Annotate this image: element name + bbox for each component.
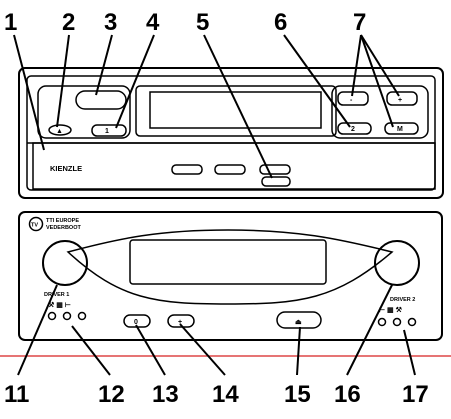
driver1-knob-11[interactable]: [42, 240, 88, 286]
driver2-mode-icons: ⊢ ▦ ⚒: [379, 306, 403, 314]
callout-2: 2: [62, 9, 75, 36]
driver1-led-3: [77, 311, 87, 321]
callout-11: 11: [4, 381, 29, 408]
driver1-button-4-label: 1: [105, 128, 109, 135]
driver2-button-6-label: 2: [351, 126, 355, 133]
leader-17: [403, 329, 416, 376]
lower-unit-outer-frame: [18, 211, 443, 341]
lower-unit: TV TTI EUROPE VEDERBOOT DRIVER 1 ⚒ ▦ ⊢ 0…: [18, 211, 443, 341]
leader-7c: [360, 34, 394, 128]
driver1-mode-icons: ⚒ ▦ ⊢: [48, 301, 71, 309]
leader-15: [296, 326, 301, 376]
leader-7b: [360, 34, 400, 97]
callout-12: 12: [98, 381, 125, 408]
driver2-led-1: [377, 317, 387, 327]
button-13-label: 0: [134, 319, 138, 326]
driver2-knob-16[interactable]: [374, 240, 420, 286]
driver1-led-1: [47, 311, 57, 321]
leader-13: [135, 324, 166, 376]
driver1-led-2: [62, 311, 72, 321]
minus-button-7-label: -: [350, 97, 353, 104]
leader-6: [283, 34, 351, 128]
brand-logo: [28, 216, 44, 232]
driver2-led-3: [407, 317, 417, 327]
callout-1: 1: [4, 9, 17, 36]
display-window: [149, 91, 322, 129]
leader-4: [115, 34, 155, 129]
upper-unit: ▲ 1 - + 2 M KIENZLE: [18, 67, 444, 199]
callout-5: 5: [196, 9, 209, 36]
callout-4: 4: [146, 9, 160, 36]
driver2-label: DRIVER 2: [390, 297, 415, 303]
menu-button-m-label: M: [397, 126, 403, 133]
drawer-slot-left: [171, 164, 203, 175]
upper-unit-inner-frame: [26, 75, 436, 191]
plus-button-7-label: +: [398, 97, 402, 104]
leader-16: [346, 284, 393, 376]
leader-12: [71, 325, 111, 376]
driver1-label: DRIVER 1: [44, 292, 69, 298]
left-control-frame: [37, 85, 131, 139]
callout-3: 3: [104, 9, 117, 36]
leader-5: [203, 34, 273, 179]
leader-3: [95, 34, 113, 96]
brand-line2: VEDERBOOT: [46, 225, 81, 231]
leader-11: [17, 284, 58, 376]
callout-6: 6: [274, 9, 287, 36]
driver2-button-6[interactable]: [337, 122, 372, 135]
leader-1: [13, 34, 45, 151]
drawer-panel: [32, 142, 436, 190]
callout-13: 13: [152, 381, 179, 408]
leader-14: [179, 323, 226, 376]
upper-unit-outer-frame: [18, 67, 444, 199]
menu-button-m[interactable]: [384, 122, 419, 135]
button-14-label: +: [178, 319, 182, 326]
drawer-handle-5-lower: [261, 176, 291, 187]
drawer-slot-middle: [214, 164, 246, 175]
upper-brand-label: KIENZLE: [50, 164, 82, 173]
callout-7: 7: [353, 9, 366, 36]
callout-14: 14: [212, 381, 239, 408]
eject-button-2-symbol: ▲: [56, 128, 63, 135]
display-frame: [135, 85, 337, 137]
rotary-knob-3[interactable]: [75, 90, 127, 110]
leader-lines: [13, 34, 416, 376]
brand-line1: TTI EUROPE: [46, 218, 79, 224]
leader-2: [56, 34, 70, 128]
eject-icon: ⏏: [295, 319, 302, 326]
callout-15: 15: [284, 381, 311, 408]
drawer-handle-5[interactable]: [259, 164, 291, 175]
driver2-led-2: [392, 317, 402, 327]
callout-16: 16: [334, 381, 361, 408]
callout-numbers: 1 2 3 4 5 6 7 11 12 13 14 15 16 17: [4, 9, 429, 408]
plus-button-7[interactable]: [386, 91, 418, 106]
callout-17: 17: [402, 381, 429, 408]
brand-logo-letters: TV: [31, 223, 38, 229]
right-control-frame: [331, 85, 429, 139]
display-housing: [66, 229, 394, 305]
button-14[interactable]: [167, 314, 195, 328]
lcd-display: [129, 239, 327, 285]
eject-button-2[interactable]: [48, 124, 72, 136]
leader-7a: [351, 34, 362, 97]
driver1-button-4[interactable]: [91, 124, 127, 137]
